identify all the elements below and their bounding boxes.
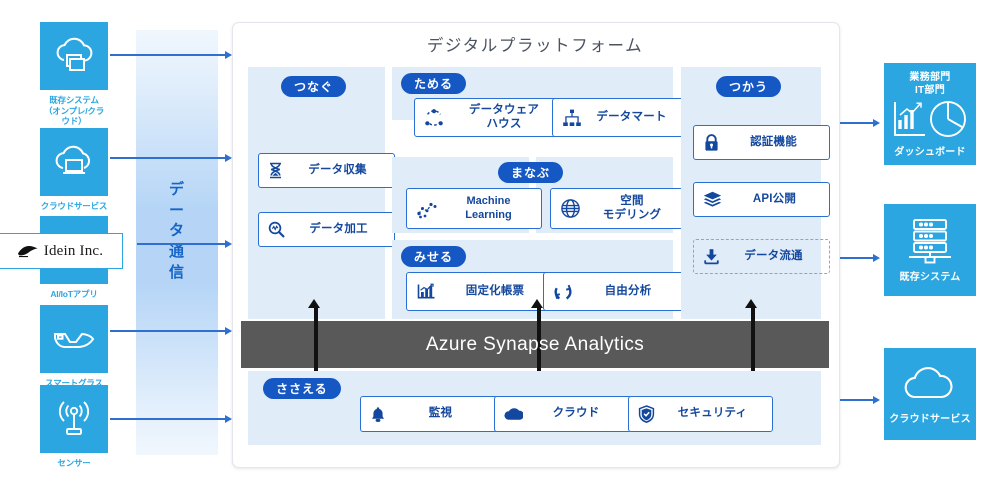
arrow-source-4 [110,327,232,335]
download-icon [704,249,719,265]
layers-icon [703,191,722,207]
source-tile-cloud-service[interactable]: クラウドサービス [40,128,108,212]
arrow-output-1 [840,119,880,127]
idein-logo-text: Idein Inc. [43,242,104,259]
chip-label: 空間 モデリング [602,194,662,221]
server-rack-icon [909,219,951,264]
source-caption: クラウドサービス [40,201,108,211]
bidirectional-arrow-mid-shaft [537,306,541,382]
chip-data-collection[interactable]: データ収集 [258,153,395,188]
azure-synapse-bar [241,321,829,368]
chip-free-analysis[interactable]: 自由分析 [543,272,686,311]
output-tile-dashboard[interactable]: 業務部門 IT部門 ダッシュボード [884,63,976,165]
band-char-5: 信 [168,263,185,281]
band-char-4: 通 [168,243,185,261]
group-pill-use: つかう [716,76,782,97]
arrow-source-1 [110,51,232,59]
band-char-3: タ [168,222,185,240]
bidirectional-arrow-left-shaft [314,306,318,382]
chip-monitoring[interactable]: 監視 [360,396,498,432]
cloud-folder-icon [40,22,108,90]
machine-learning-icon [417,202,437,218]
chip-machine-learning[interactable]: Machine Learning [406,188,542,229]
chip-label: データ加工 [309,222,368,235]
output-caption: 既存システム [899,272,961,283]
globe-grid-icon [561,199,580,218]
magnifier-data-icon [268,221,285,238]
bidirectional-arrow-right-head-up [745,299,757,308]
source-tile-smart-glasses[interactable]: スマートグラス [40,305,108,389]
page-title: デジタルプラットフォーム [426,37,644,55]
group-pill-store: ためる [401,73,467,94]
chip-label: データ収集 [308,163,367,176]
group-pill-learn: まなぶ [498,162,564,183]
chip-label: 監視 [428,407,453,420]
source-caption: AI/IoTアプリ [50,289,98,299]
idein-bird-icon [17,245,38,258]
data-communication-label: デ ー タ 通 信 [136,180,218,283]
arrow-source-2 [110,154,232,162]
source-tile-sensor[interactable]: センサー [40,385,108,469]
group-panel-connect [248,67,385,319]
idein-logo-box: Idein Inc. [0,233,123,269]
output-tile-existing-system[interactable]: 既存システム [884,204,976,296]
sensor-antenna-icon [40,385,108,453]
bidirectional-arrow-right-shaft [751,306,755,382]
chip-label: 認証機能 [750,135,797,148]
data-communication-band [136,30,218,455]
chip-authentication[interactable]: 認証機能 [693,125,830,160]
group-pill-connect: つなぐ [281,76,347,97]
bidirectional-arrow-left-head-up [308,299,320,308]
group-pill-support: ささえる [263,378,341,399]
source-tile-ai-iot-app[interactable]: Idein Inc. AI/IoTアプリ [0,216,123,300]
output-top-text: 業務部門 IT部門 [909,71,951,96]
output-caption: クラウドサービス [889,413,971,425]
chip-api-publishing[interactable]: API公開 [693,182,830,217]
chip-label: データ流通 [744,249,803,262]
chip-data-processing[interactable]: データ加工 [258,212,395,247]
band-char-1: デ [168,181,185,198]
cloud-laptop-icon [40,128,108,196]
cloud-icon [504,408,523,420]
arrow-source-3 [137,240,232,248]
lock-icon [705,133,718,151]
bell-icon [372,406,384,422]
data-mart-icon [563,109,581,126]
arrow-source-5 [110,415,232,423]
chip-label: データウェア ハウス [468,103,540,130]
chip-label: クラウド [552,407,600,420]
cloud-icon [904,366,953,398]
chip-cloud[interactable]: クラウド [494,396,632,432]
bidirectional-arrow-mid-head-up [531,299,543,308]
source-caption: センサー [57,458,91,468]
refresh-circle-icon [554,284,572,299]
data-warehouse-icon [425,108,443,126]
band-char-2: ー [168,201,185,219]
chip-data-distribution[interactable]: データ流通 [693,239,830,274]
chip-label: セキュリティ [677,407,748,420]
group-pill-show: みせる [401,246,467,267]
chip-data-warehouse[interactable]: データウェア ハウス [414,98,567,137]
shield-check-icon [638,405,655,423]
chip-label: データマート [596,110,667,123]
chip-label: Machine Learning [465,195,512,221]
source-caption: 既存システム （オンプレ/クラウド） [43,95,104,127]
smart-glasses-icon [40,305,108,373]
chip-label: 自由分析 [604,284,652,297]
arrow-output-3 [840,396,880,404]
chip-label: 固定化帳票 [465,284,525,297]
chip-spatial-modeling[interactable]: 空間 モデリング [550,188,686,229]
hourglass-icon [270,162,281,179]
chip-data-mart[interactable]: データマート [552,98,684,137]
output-caption: ダッシュボード [894,146,966,158]
azure-synapse-label: Azure Synapse Analytics [425,333,645,355]
source-tile-existing-system[interactable]: 既存システム （オンプレ/クラウド） [40,22,108,127]
output-tile-cloud-service[interactable]: クラウドサービス [884,348,976,440]
dashboard-chart-icon [894,100,966,137]
chip-label: API公開 [752,192,797,205]
bar-chart-icon [417,283,435,299]
chip-security[interactable]: セキュリティ [628,396,773,432]
source-caption: スマートグラス [45,378,103,388]
arrow-output-2 [840,254,880,262]
